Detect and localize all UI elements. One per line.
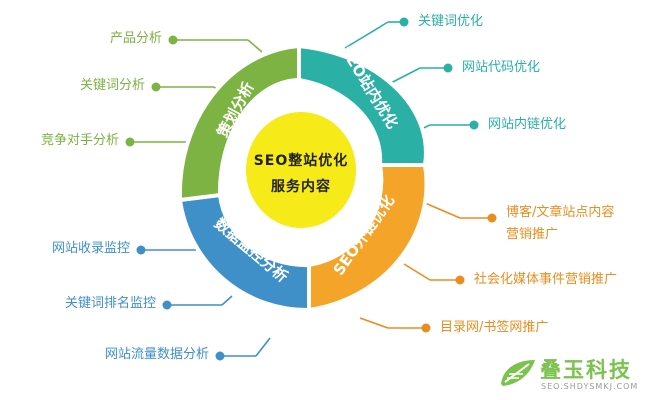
label-social-media-promotion: 社会化媒体事件营销推广: [474, 272, 618, 287]
center-circle: [246, 112, 356, 228]
label-traffic-analysis: 网站流量数据分析: [104, 347, 209, 362]
label-directory-bookmark-promotion: 目录网/书签网推广: [440, 320, 549, 335]
label-blog-article-content: 博客/文章站点内容: [506, 205, 615, 220]
logo-url: SEO.SHDYSMKJ.COM: [541, 382, 639, 391]
segment-seo-offsite: [307, 163, 429, 313]
connector-social-media: [403, 263, 431, 281]
bullet-dot: [168, 35, 178, 45]
bullet-dot: [215, 351, 225, 361]
company-logo: 叠玉科技 SEO.SHDYSMKJ.COM: [497, 352, 647, 396]
label-keyword-optimization: 关键词优化: [418, 14, 484, 29]
logo-name: 叠玉科技: [540, 358, 632, 382]
label-rank-monitor: 关键词排名监控: [64, 296, 156, 311]
bullet-dot: [487, 213, 497, 223]
connector-directory-promotion: [359, 317, 389, 329]
bullet-dot: [162, 300, 172, 310]
segment-strategy: [177, 43, 301, 203]
bullet-dot: [125, 137, 135, 147]
bullet-dot: [455, 275, 465, 285]
label-product-analysis: 产品分析: [109, 31, 162, 46]
bullet-dot: [421, 323, 431, 333]
label-keyword-analysis: 关键词分析: [79, 78, 145, 93]
label-code-optimization: 网站代码优化: [462, 60, 541, 75]
bullet-dot: [469, 120, 479, 130]
bullet-dot: [443, 63, 453, 73]
ring-segments: [177, 43, 429, 313]
label-internal-links: 网站内链优化: [488, 117, 567, 132]
connector-keyword-optimization: [344, 21, 389, 49]
bullet-dot: [399, 17, 409, 27]
center-title-line2: 服务内容: [271, 179, 331, 195]
leaf-logo-icon: [501, 360, 535, 386]
bullet-dot: [136, 245, 146, 255]
label-marketing-promotion: 营销推广: [506, 227, 559, 242]
label-competitor-analysis: 竞争对手分析: [40, 133, 119, 148]
center-title-line1: SEO整站优化: [253, 153, 349, 169]
label-index-monitor: 网站收录监控: [51, 241, 130, 256]
bullet-dot: [151, 82, 161, 92]
segment-seo-onsite: [297, 43, 428, 167]
